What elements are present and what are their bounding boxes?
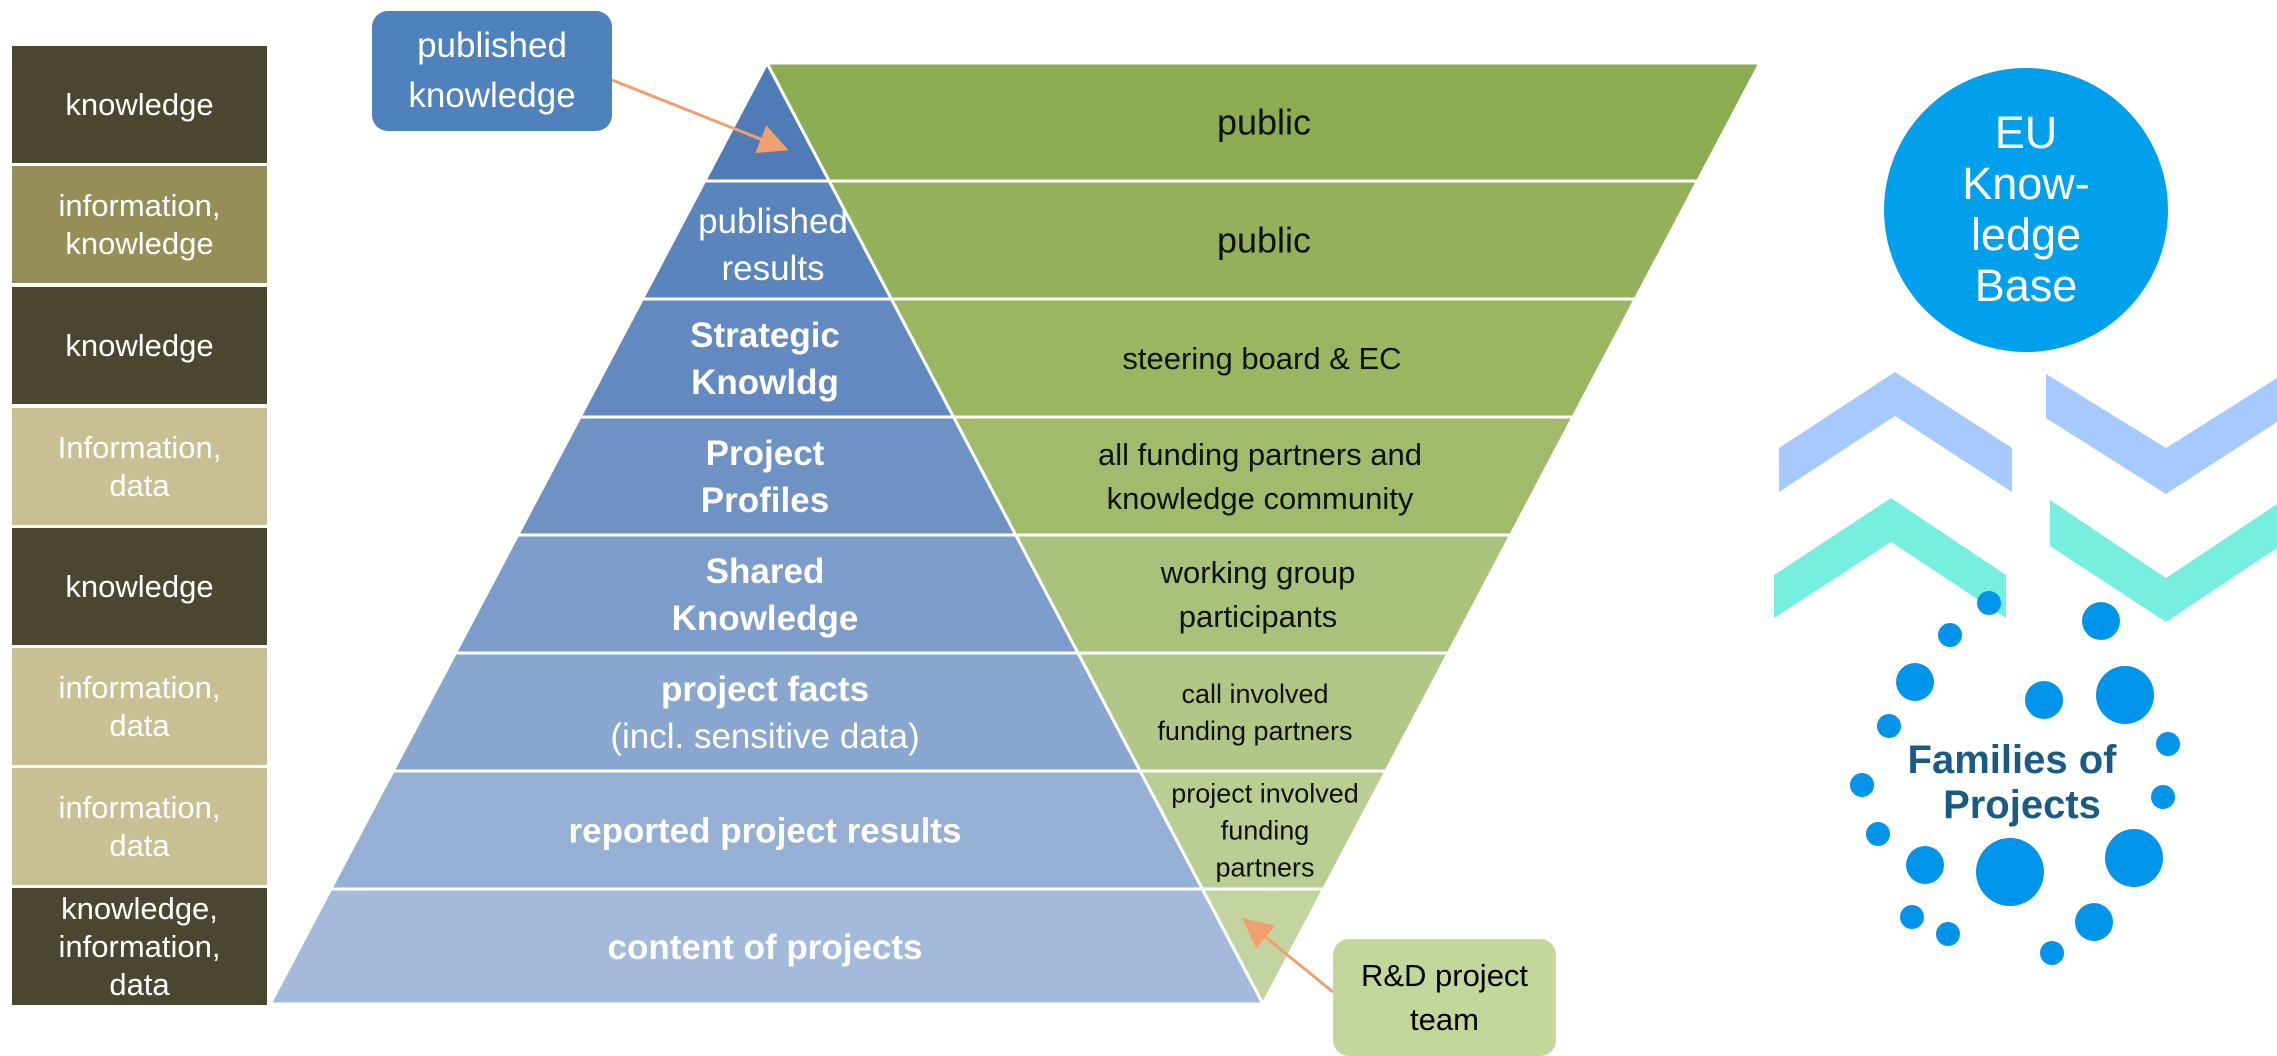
left-column-box: knowledge [12,528,267,645]
rd-project-team-label: R&D project team [1360,957,1529,1037]
audience-level-label: public [1217,220,1311,261]
audience-band [1075,651,1451,773]
audience-level-label: knowledge community [1107,481,1414,516]
left-column-box: information, data [12,768,267,885]
pyramid-level-label: results [721,249,824,288]
chevron-shape [2046,374,2277,494]
chevron-shape [1779,372,2012,492]
chevron-shape [1774,498,2006,618]
project-dot [2105,829,2163,887]
published-knowledge-arrow [611,78,789,154]
eu-knowledge-base-label: Know- [1962,158,2090,209]
project-dot [2040,941,2064,965]
pyramid-level-label: Profiles [701,481,829,520]
audience-level-label: project involved [1171,778,1359,808]
audience-band [1013,533,1514,655]
left-column-box: knowledge [12,46,267,163]
project-dot [1877,714,1901,738]
eu-knowledge-base-label: ledge [1971,209,2081,260]
pyramid-level-label: reported project results [569,811,962,850]
eu-knowledge-base-label: Base [1975,260,2078,311]
project-dot [2151,785,2175,809]
project-dot [2082,602,2120,640]
left-column-box: information, knowledge [12,166,267,283]
project-dot [1866,822,1890,846]
project-dot [1936,922,1960,946]
left-column-box: knowledge [12,287,267,404]
project-dot [2025,681,2063,719]
audience-level-label: working group [1160,555,1356,590]
audience-level-label: call involved [1181,679,1328,709]
audience-level-label: participants [1179,599,1338,634]
audience-band [951,415,1576,537]
eu-knowledge-base-circle [1884,68,2168,352]
left-column-box: information, data [12,648,267,765]
published-knowledge-label: published knowledge [408,26,576,115]
project-dot [1850,773,1874,797]
pyramid-level-label: Project [706,434,825,473]
rd-project-team-callout: R&D project team [1333,939,1556,1056]
project-dot [1906,846,1944,884]
audience-level-label: steering board & EC [1122,341,1401,376]
pyramid-level-label: project facts [661,670,869,709]
project-dot [1938,623,1962,647]
audience-level-label: funding partners [1157,716,1352,746]
audience-triangle: public public steering board & EC all fundi… [764,61,1763,1008]
families-label-line2: Projects [1943,783,2101,827]
audience-level-label: funding [1221,815,1310,845]
audience-level-label: public [1217,102,1311,143]
pyramid-level-label: Strategic [690,316,840,355]
project-dot [2075,903,2113,941]
families-label-line1: Families of [1908,738,2118,782]
pyramid-level-label: published [698,202,848,241]
audience-level-label: all funding partners and [1098,437,1422,472]
pyramid-level-label: Knowldg [691,363,839,402]
pyramid-level-label: Shared [706,552,825,591]
chevron-graphic [1774,372,2277,622]
project-dot [1976,838,2044,906]
pyramid-level-label: Knowledge [672,599,859,638]
project-dot [2096,666,2154,724]
chevron-shape [2050,500,2277,622]
audience-level-label: partners [1215,852,1314,882]
project-dot [1896,663,1934,701]
callout-arrows [611,78,1334,994]
published-knowledge-callout: published knowledge [372,11,612,131]
project-dot [1900,905,1924,929]
pyramid-level-label: (incl. sensitive data) [610,717,919,756]
eu-knowledge-base-label: EU [1995,107,2058,158]
project-dot [1977,591,2001,615]
left-column-box: knowledge, information, data [12,888,267,1005]
rd-team-arrow [1242,918,1334,994]
left-column-box: Information, data [12,408,267,525]
project-dot [2156,732,2180,756]
pyramid-level-label: content of projects [607,928,922,967]
